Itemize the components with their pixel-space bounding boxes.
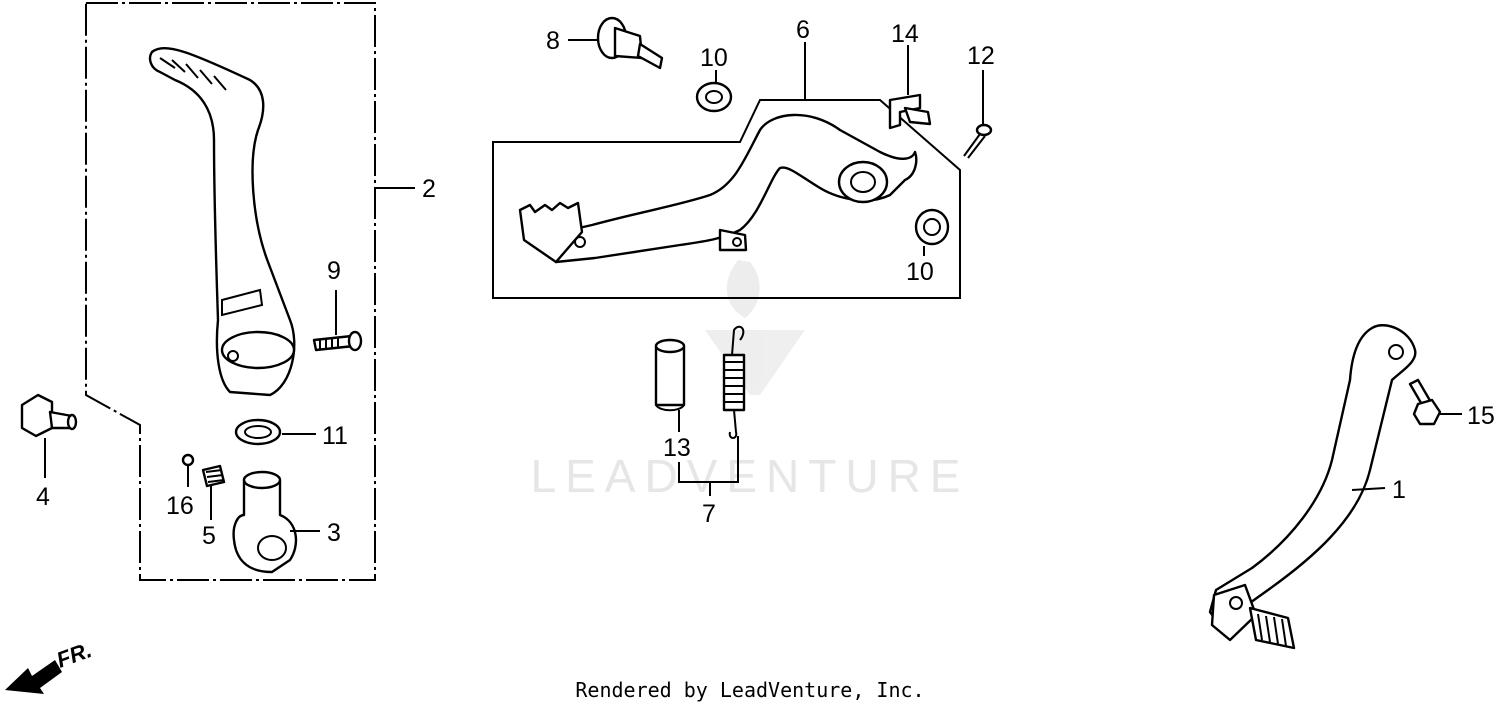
ball-16 — [181, 453, 195, 467]
callout-3: 3 — [327, 519, 341, 547]
kick-starter-assembly-frame — [85, 2, 376, 581]
callout-7: 7 — [702, 500, 716, 528]
callout-10-top: 10 — [700, 44, 728, 72]
bolt-15 — [1408, 378, 1442, 426]
callout-13: 13 — [663, 434, 691, 462]
leader-lines — [44, 39, 1462, 532]
bearing-10-top — [695, 81, 733, 113]
front-arrow-icon — [5, 660, 62, 694]
footer-credit: Rendered by LeadVenture, Inc. — [575, 678, 924, 702]
callout-4: 4 — [36, 483, 50, 511]
callout-16: 16 — [166, 492, 194, 520]
stopper-plate-14 — [888, 93, 932, 130]
flange-bolt-4 — [20, 393, 78, 438]
return-spring-7 — [722, 325, 746, 439]
callout-14: 14 — [891, 20, 919, 48]
callout-5: 5 — [202, 522, 216, 550]
bearing-10-bottom — [914, 208, 950, 246]
pivot-bolt-8 — [596, 16, 664, 70]
callout-9: 9 — [327, 257, 341, 285]
callout-6: 6 — [796, 16, 810, 44]
callouts: 1 2 3 4 5 6 7 8 9 10 10 11 12 13 14 15 1… — [36, 16, 1495, 550]
collar-13 — [654, 338, 686, 412]
callout-11: 11 — [322, 422, 348, 450]
watermark-text: LEADVENTURE — [531, 450, 970, 502]
callout-8: 8 — [546, 27, 560, 55]
brake-pedal-assembly-frame — [492, 99, 961, 299]
callout-10-bottom: 10 — [906, 258, 934, 286]
seal-ring-11 — [234, 418, 282, 446]
callout-2: 2 — [422, 175, 436, 203]
callout-12: 12 — [967, 42, 995, 70]
spring-5 — [201, 464, 226, 488]
kick-starter-arm — [148, 47, 296, 397]
gearshift-pedal — [1208, 324, 1417, 650]
bolt-9 — [312, 330, 363, 352]
front-label: FR. — [53, 637, 95, 673]
kick-starter-spindle-3 — [232, 470, 298, 574]
brake-pedal — [518, 113, 918, 264]
watermark-logo-icon — [705, 260, 805, 395]
callout-1: 1 — [1392, 476, 1406, 504]
cotter-pin-12 — [963, 123, 993, 159]
front-direction-indicator: FR. — [5, 637, 95, 694]
watermark: LEADVENTURE — [531, 260, 970, 502]
callout-15: 15 — [1467, 402, 1495, 430]
